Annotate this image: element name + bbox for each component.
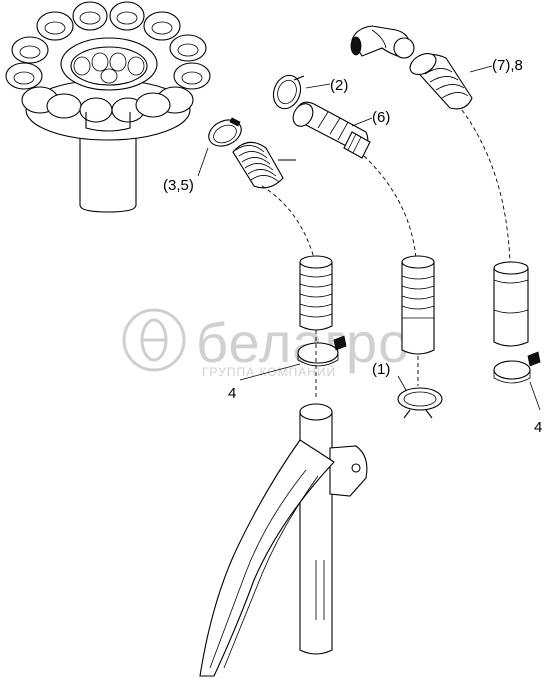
- corrugated-hose-lower-middle: [401, 255, 435, 355]
- hose-clamp-4-right: [493, 351, 541, 384]
- watermark: белагро ГРУППА КОМПАНИЙ: [122, 308, 409, 379]
- label-7-8: (7),8: [492, 57, 523, 74]
- sleeve-8: [409, 52, 473, 110]
- coulter-assembly: [199, 403, 368, 677]
- pipe-6: [292, 101, 371, 159]
- watermark-tagline: ГРУППА КОМПАНИЙ: [202, 364, 336, 379]
- hose-clamp-top: [208, 117, 242, 147]
- clamp-2: [272, 74, 305, 110]
- watermark-logo-icon: [122, 308, 186, 372]
- label-4-right: 4: [534, 419, 542, 436]
- hose-clamp-4-left: [297, 335, 347, 367]
- corrugated-hose-lower-left: [299, 255, 333, 331]
- distributor-outlets: [5, 1, 211, 123]
- label-4-left: 4: [228, 385, 236, 402]
- distributor-head: [5, 1, 211, 213]
- sleeve-lower-right: [493, 261, 529, 347]
- corrugated-hose-upper: [232, 141, 296, 189]
- label-6: (6): [372, 109, 390, 126]
- label-3-5: (3,5): [163, 177, 194, 194]
- elbow-7: [350, 25, 415, 59]
- label-2: (2): [330, 77, 348, 94]
- clamp-1: [397, 387, 443, 419]
- label-1: (1): [372, 361, 390, 378]
